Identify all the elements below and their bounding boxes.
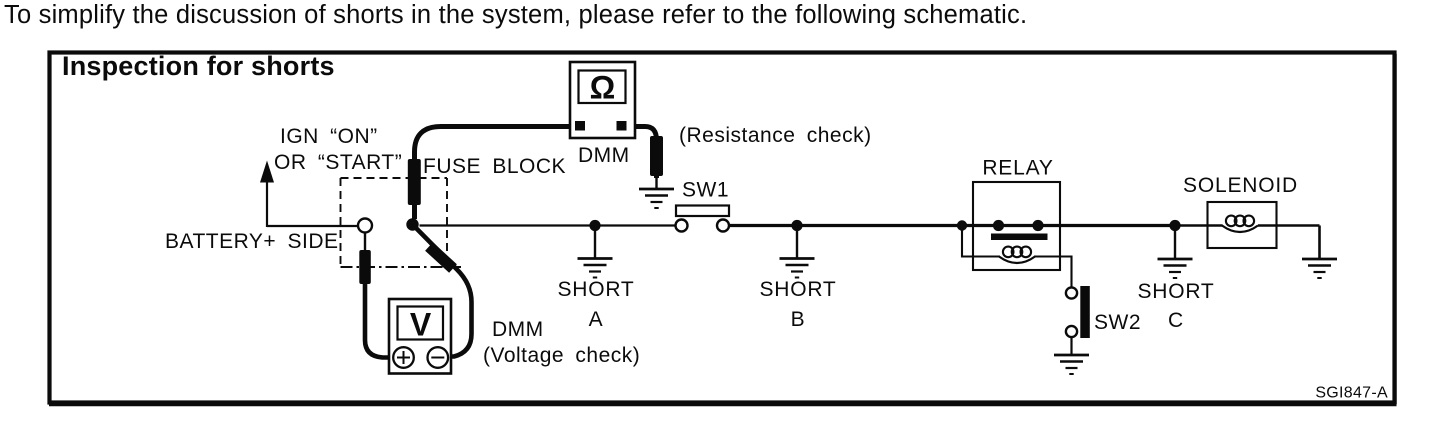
ohm-symbol: Ω — [590, 70, 616, 106]
up-arrow-head — [260, 160, 274, 183]
figure-frame — [47, 50, 1397, 407]
label-short-a: SHORT — [557, 278, 634, 301]
solenoid — [1206, 200, 1339, 280]
page-caption: To simplify the discussion of shorts in … — [4, 1, 1027, 29]
fuse-block-outline — [339, 177, 461, 268]
voltmeter-display — [396, 305, 445, 341]
label-short-a-id: A — [589, 308, 604, 331]
negative-terminal — [426, 346, 450, 369]
voltmeter-lead-left — [362, 282, 393, 360]
relay-contact-right — [1032, 219, 1044, 232]
ignition-feed-arrow — [260, 160, 274, 227]
label-resistance-check: (Resistance check) — [679, 124, 872, 147]
probe-grip-fuse-bottom — [359, 250, 371, 284]
fuse-terminal-filled — [406, 218, 419, 231]
label-short-b-id: B — [791, 308, 806, 331]
label-sw1: SW1 — [682, 179, 729, 202]
short-c — [1156, 219, 1194, 280]
sw2-bar — [1080, 286, 1090, 338]
schematic: IGN “ON” OR “START” BATTERY+ SIDE FUSE B… — [165, 60, 1339, 376]
label-ign-line2: OR “START” — [274, 151, 402, 174]
sw1-contact-left — [674, 218, 689, 233]
voltmeter-lead-right — [414, 226, 474, 359]
figure-code: SGI847-A — [1315, 385, 1388, 402]
main-circuit-line — [267, 223, 1321, 259]
relay-contact-left — [992, 219, 1005, 232]
label-dmm-top: DMM — [578, 144, 630, 167]
sw2-contact-bottom — [1064, 324, 1079, 339]
relay — [956, 180, 1073, 288]
ohmmeter-lead-left — [412, 124, 577, 219]
label-short-b: SHORT — [759, 278, 836, 301]
sw2-contact-top — [1064, 286, 1079, 300]
relay-box — [971, 180, 1062, 272]
short-a — [576, 219, 614, 279]
ohmmeter-terminal-right — [616, 121, 627, 131]
relay-contact-bar — [991, 233, 1048, 240]
solenoid-box — [1206, 200, 1278, 250]
volt-symbol: V — [410, 307, 432, 343]
label-relay: RELAY — [982, 157, 1053, 180]
label-voltage-check: (Voltage check) — [483, 344, 640, 367]
switch-sw2 — [1052, 286, 1091, 376]
label-fuse-block: FUSE BLOCK — [423, 155, 566, 178]
voltmeter-leads — [362, 226, 474, 360]
voltmeter: V — [387, 297, 453, 375]
probe-grip-diagonal — [425, 242, 457, 273]
positive-terminal — [392, 346, 415, 369]
probe-grip-resistance-ground — [650, 136, 663, 176]
ohmmeter: Ω — [568, 60, 637, 140]
short-b — [778, 219, 816, 279]
sw1-bar — [674, 204, 731, 218]
label-short-c: SHORT — [1137, 280, 1214, 303]
label-dmm-bottom: DMM — [492, 318, 544, 341]
label-short-c-id: C — [1168, 309, 1184, 332]
label-sw2: SW2 — [1094, 311, 1141, 334]
probe-grip-fuse-top — [407, 159, 421, 205]
fuse-terminal-open — [356, 217, 374, 234]
relay-coil-wiring — [960, 225, 1073, 288]
ohmmeter-display — [577, 69, 627, 105]
ohmmeter-terminal-left — [575, 121, 585, 131]
label-solenoid: SOLENOID — [1183, 174, 1298, 197]
label-battery-side: BATTERY+ SIDE — [165, 230, 339, 253]
panel-title: Inspection for shorts — [62, 51, 335, 81]
switch-sw1 — [674, 204, 731, 233]
sw1-contact-right — [715, 218, 731, 233]
label-ign-line1: IGN “ON” — [280, 125, 378, 148]
